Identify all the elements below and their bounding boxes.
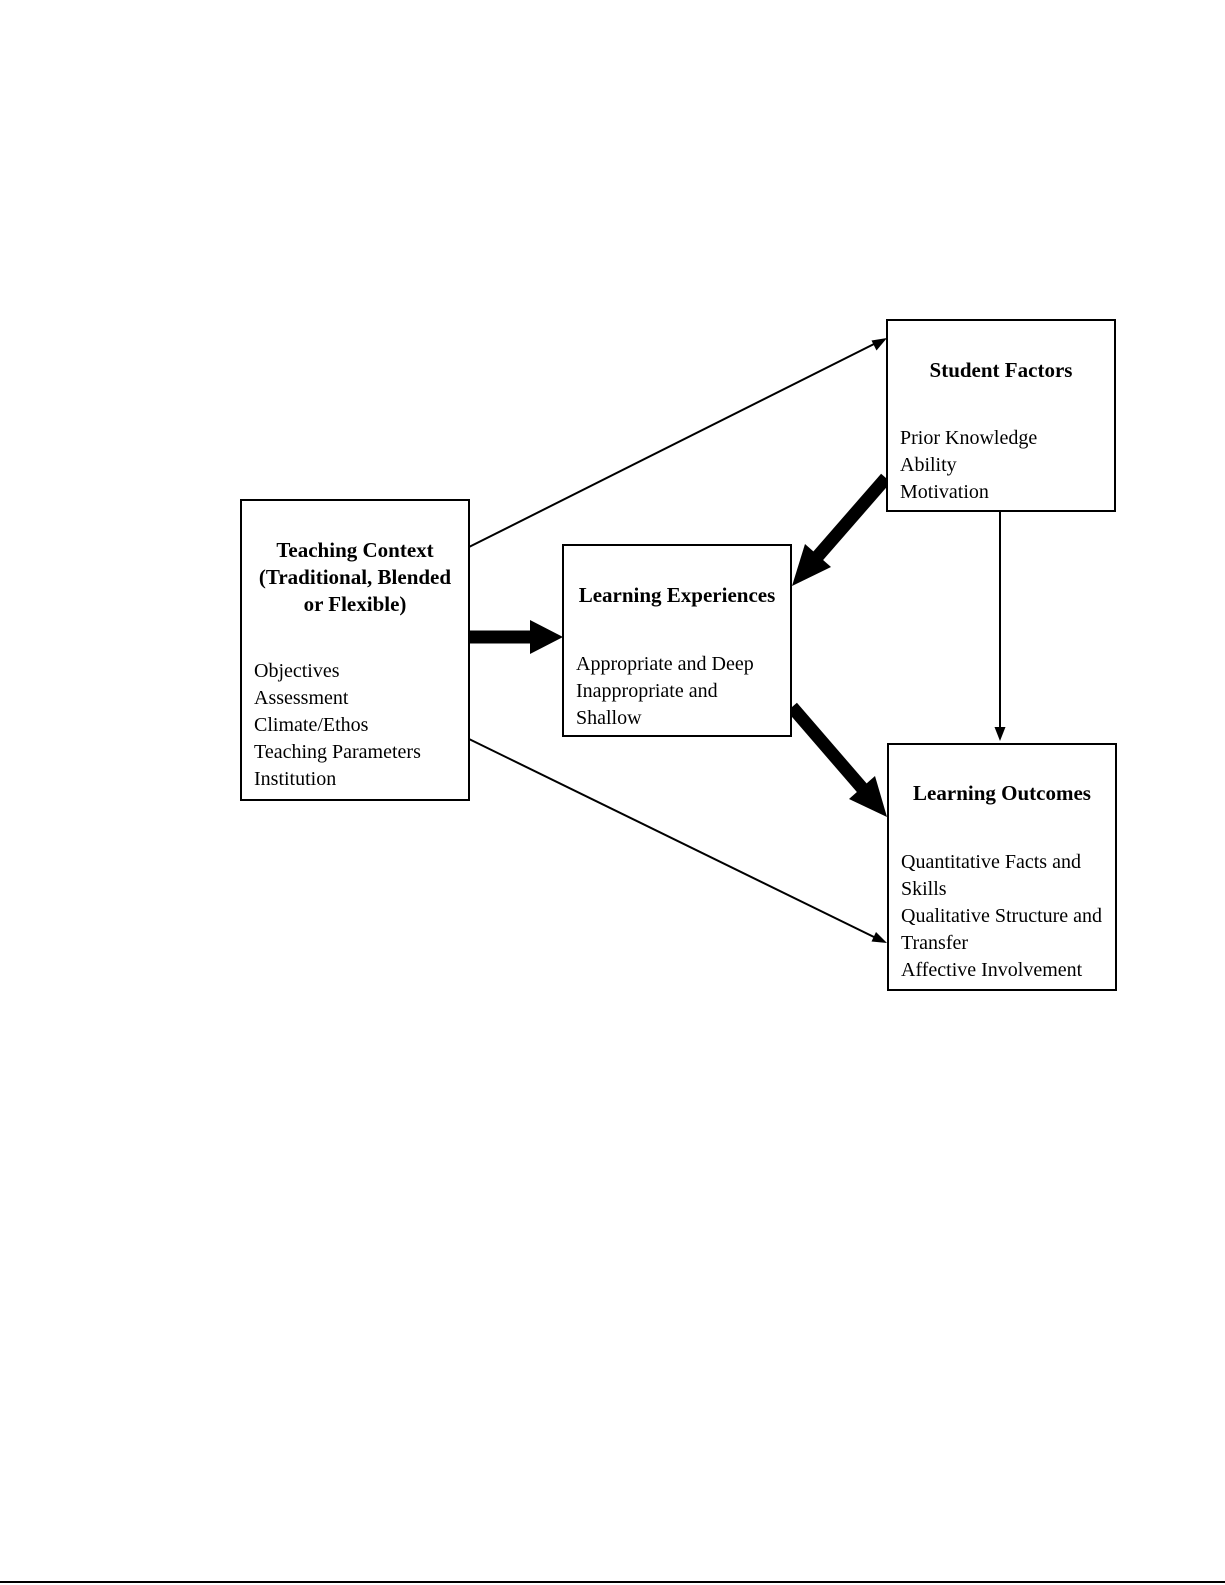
page-bottom-rule bbox=[0, 1581, 1225, 1583]
learning-experiences-title: Learning Experiences bbox=[578, 583, 776, 607]
student-factors-list: Prior Knowledge Ability Motivation bbox=[900, 425, 1037, 506]
list-item: Objectives bbox=[254, 660, 340, 682]
list-item: Assessment bbox=[254, 687, 349, 709]
arrow-student-to-experiences bbox=[813, 473, 891, 561]
teaching-context-list: Objectives Assessment Climate/Ethos Teac… bbox=[254, 658, 421, 793]
student-factors-title: Student Factors bbox=[929, 358, 1073, 382]
arrowhead-student-factors bbox=[871, 338, 887, 351]
list-item: Institution bbox=[254, 768, 337, 790]
student-factors-box: Student Factors Prior Knowledge Ability … bbox=[886, 319, 1116, 512]
learning-experiences-box: Learning Experiences Appropriate and Dee… bbox=[562, 544, 792, 737]
learning-outcomes-title: Learning Outcomes bbox=[913, 781, 1091, 805]
list-item: Shallow bbox=[576, 707, 642, 729]
arrow-experiences-to-outcomes bbox=[787, 702, 867, 793]
arrowhead-experiences-from-student bbox=[792, 544, 831, 586]
list-item: Affective Involvement bbox=[901, 959, 1083, 981]
teaching-context-title: Teaching Context (Traditional, Blended o… bbox=[258, 538, 452, 616]
arrowhead-experiences-from-teaching bbox=[530, 620, 563, 654]
list-item: Appropriate and Deep bbox=[576, 653, 754, 675]
arrowhead-outcomes-from-teaching bbox=[871, 932, 887, 943]
list-item: Teaching Parameters bbox=[254, 741, 421, 763]
arrow-teaching-to-student bbox=[468, 342, 877, 548]
arrow-teaching-to-outcomes bbox=[468, 738, 877, 939]
arrowhead-outcomes-from-student bbox=[994, 727, 1006, 741]
learning-experiences-list: Appropriate and Deep Inappropriate and S… bbox=[576, 651, 754, 732]
list-item: Skills bbox=[901, 878, 947, 900]
list-item: Transfer bbox=[901, 932, 969, 954]
learning-outcomes-list: Quantitative Facts and Skills Qualitativ… bbox=[901, 849, 1102, 984]
learning-outcomes-box: Learning Outcomes Quantitative Facts and… bbox=[887, 743, 1117, 991]
list-item: Qualitative Structure and bbox=[901, 905, 1103, 927]
list-item: Ability bbox=[900, 454, 957, 476]
list-item: Prior Knowledge bbox=[900, 427, 1038, 449]
list-item: Inappropriate and bbox=[576, 680, 718, 702]
list-item: Climate/Ethos bbox=[254, 714, 369, 736]
list-item: Motivation bbox=[900, 481, 989, 503]
list-item: Quantitative Facts and bbox=[901, 851, 1081, 873]
teaching-context-box: Teaching Context (Traditional, Blended o… bbox=[240, 499, 470, 801]
arrowhead-outcomes-from-experiences bbox=[849, 776, 887, 817]
